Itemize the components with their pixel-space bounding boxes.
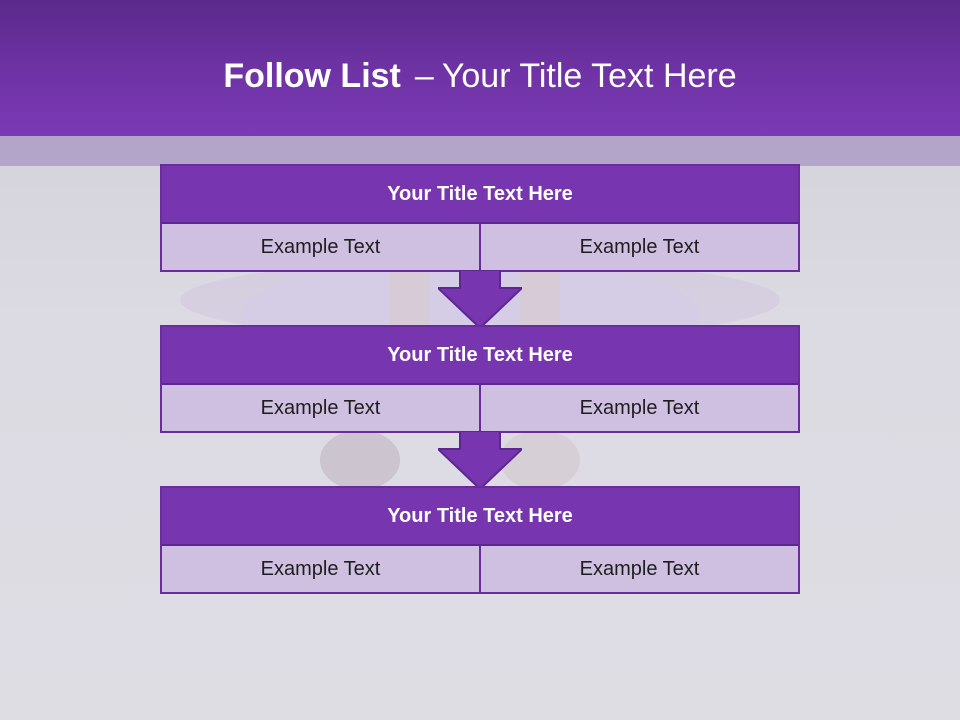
follow-block-3: Your Title Text Here Example Text Exampl… [160, 486, 800, 594]
slide-title: Follow List–Your Title Text Here [0, 56, 960, 96]
follow-block-row: Example Text Example Text [162, 224, 798, 270]
follow-block-row: Example Text Example Text [162, 546, 798, 592]
follow-block-title: Your Title Text Here [162, 166, 798, 224]
header-strip [0, 136, 960, 166]
follow-block-cell-left: Example Text [162, 546, 479, 592]
follow-block-cell-right: Example Text [479, 546, 798, 592]
header-bar [0, 0, 960, 136]
follow-block-cell-left: Example Text [162, 385, 479, 431]
follow-block-cell-left: Example Text [162, 224, 479, 270]
follow-block-title: Your Title Text Here [162, 488, 798, 546]
down-arrow-icon [438, 270, 522, 330]
follow-block-row: Example Text Example Text [162, 385, 798, 431]
down-arrow-icon [438, 431, 522, 491]
slide-title-rest: Your Title Text Here [441, 57, 737, 95]
follow-block-cell-right: Example Text [479, 224, 798, 270]
slide-title-bold: Follow List [223, 57, 401, 95]
follow-block-2: Your Title Text Here Example Text Exampl… [160, 325, 800, 433]
follow-block-cell-right: Example Text [479, 385, 798, 431]
follow-block-1: Your Title Text Here Example Text Exampl… [160, 164, 800, 272]
slide-title-separator: – [414, 57, 434, 95]
follow-block-title: Your Title Text Here [162, 327, 798, 385]
